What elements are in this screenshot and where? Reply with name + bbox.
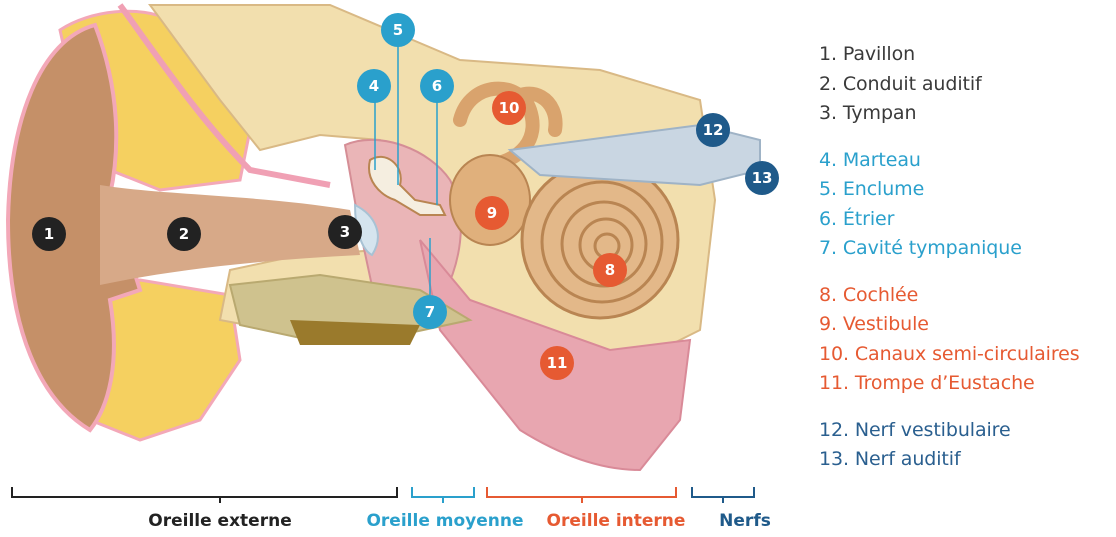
legend-middle-group: 4. Marteau 5. Enclume 6. Étrier 7. Cavit… bbox=[819, 146, 1114, 264]
legend-item-nerf-auditif: 13. Nerf auditif bbox=[819, 445, 1114, 475]
marker-12: 12 bbox=[696, 113, 730, 147]
legend-item-etrier: 6. Étrier bbox=[819, 205, 1114, 235]
svg-text:3: 3 bbox=[340, 223, 350, 241]
marker-10: 10 bbox=[492, 91, 526, 125]
legend-item-cochlee: 8. Cochlée bbox=[819, 281, 1114, 311]
bracket-external-label: Oreille externe bbox=[148, 511, 291, 531]
ear-anatomy-diagram: 1 2 3 4 5 6 7 8 9 10 11 12 13 Oreille ex… bbox=[0, 0, 800, 537]
marker-13: 13 bbox=[745, 161, 779, 195]
svg-text:2: 2 bbox=[179, 225, 189, 243]
legend-item-conduit-auditif: 2. Conduit auditif bbox=[819, 70, 1114, 100]
svg-text:12: 12 bbox=[703, 121, 724, 139]
marker-8: 8 bbox=[593, 253, 627, 287]
legend-internal-group: 8. Cochlée 9. Vestibule 10. Canaux semi-… bbox=[819, 281, 1114, 399]
svg-text:9: 9 bbox=[487, 204, 497, 222]
legend-item-enclume: 5. Enclume bbox=[819, 175, 1114, 205]
bracket-middle: Oreille moyenne bbox=[366, 487, 523, 531]
marker-1: 1 bbox=[32, 217, 66, 251]
legend-item-cavite-tympanique: 7. Cavité tympanique bbox=[819, 234, 1114, 264]
legend-item-marteau: 4. Marteau bbox=[819, 146, 1114, 176]
svg-text:5: 5 bbox=[393, 21, 403, 39]
marker-3: 3 bbox=[328, 215, 362, 249]
marker-5: 5 bbox=[381, 13, 415, 47]
legend-external-group: 1. Pavillon 2. Conduit auditif 3. Tympan bbox=[819, 40, 1114, 129]
svg-text:4: 4 bbox=[369, 77, 379, 95]
cochlea-shape bbox=[522, 162, 678, 318]
marker-11: 11 bbox=[540, 346, 574, 380]
svg-text:6: 6 bbox=[432, 77, 442, 95]
svg-text:8: 8 bbox=[605, 261, 615, 279]
marker-9: 9 bbox=[475, 196, 509, 230]
svg-text:13: 13 bbox=[752, 169, 773, 187]
bracket-nerves-label: Nerfs bbox=[719, 511, 771, 531]
bracket-middle-label: Oreille moyenne bbox=[366, 511, 523, 531]
svg-text:11: 11 bbox=[547, 354, 568, 372]
svg-text:7: 7 bbox=[425, 303, 435, 321]
svg-text:10: 10 bbox=[499, 99, 520, 117]
svg-text:1: 1 bbox=[44, 225, 54, 243]
marker-7: 7 bbox=[413, 295, 447, 329]
bracket-internal-label: Oreille interne bbox=[547, 511, 686, 531]
bracket-nerves: Nerfs bbox=[692, 487, 771, 531]
marker-4: 4 bbox=[357, 69, 391, 103]
legend-item-canaux-semi-circulaires: 10. Canaux semi-circulaires bbox=[819, 340, 1114, 370]
marker-6: 6 bbox=[420, 69, 454, 103]
legend-item-vestibule: 9. Vestibule bbox=[819, 310, 1114, 340]
legend-item-trompe-eustache: 11. Trompe d’Eustache bbox=[819, 369, 1114, 399]
legend-nerves-group: 12. Nerf vestibulaire 13. Nerf auditif bbox=[819, 416, 1114, 475]
legend-item-nerf-vestibulaire: 12. Nerf vestibulaire bbox=[819, 416, 1114, 446]
legend-item-pavillon: 1. Pavillon bbox=[819, 40, 1114, 70]
legend-item-tympan: 3. Tympan bbox=[819, 99, 1114, 129]
bracket-external: Oreille externe bbox=[12, 487, 397, 531]
legend: 1. Pavillon 2. Conduit auditif 3. Tympan… bbox=[819, 40, 1114, 492]
marker-2: 2 bbox=[167, 217, 201, 251]
